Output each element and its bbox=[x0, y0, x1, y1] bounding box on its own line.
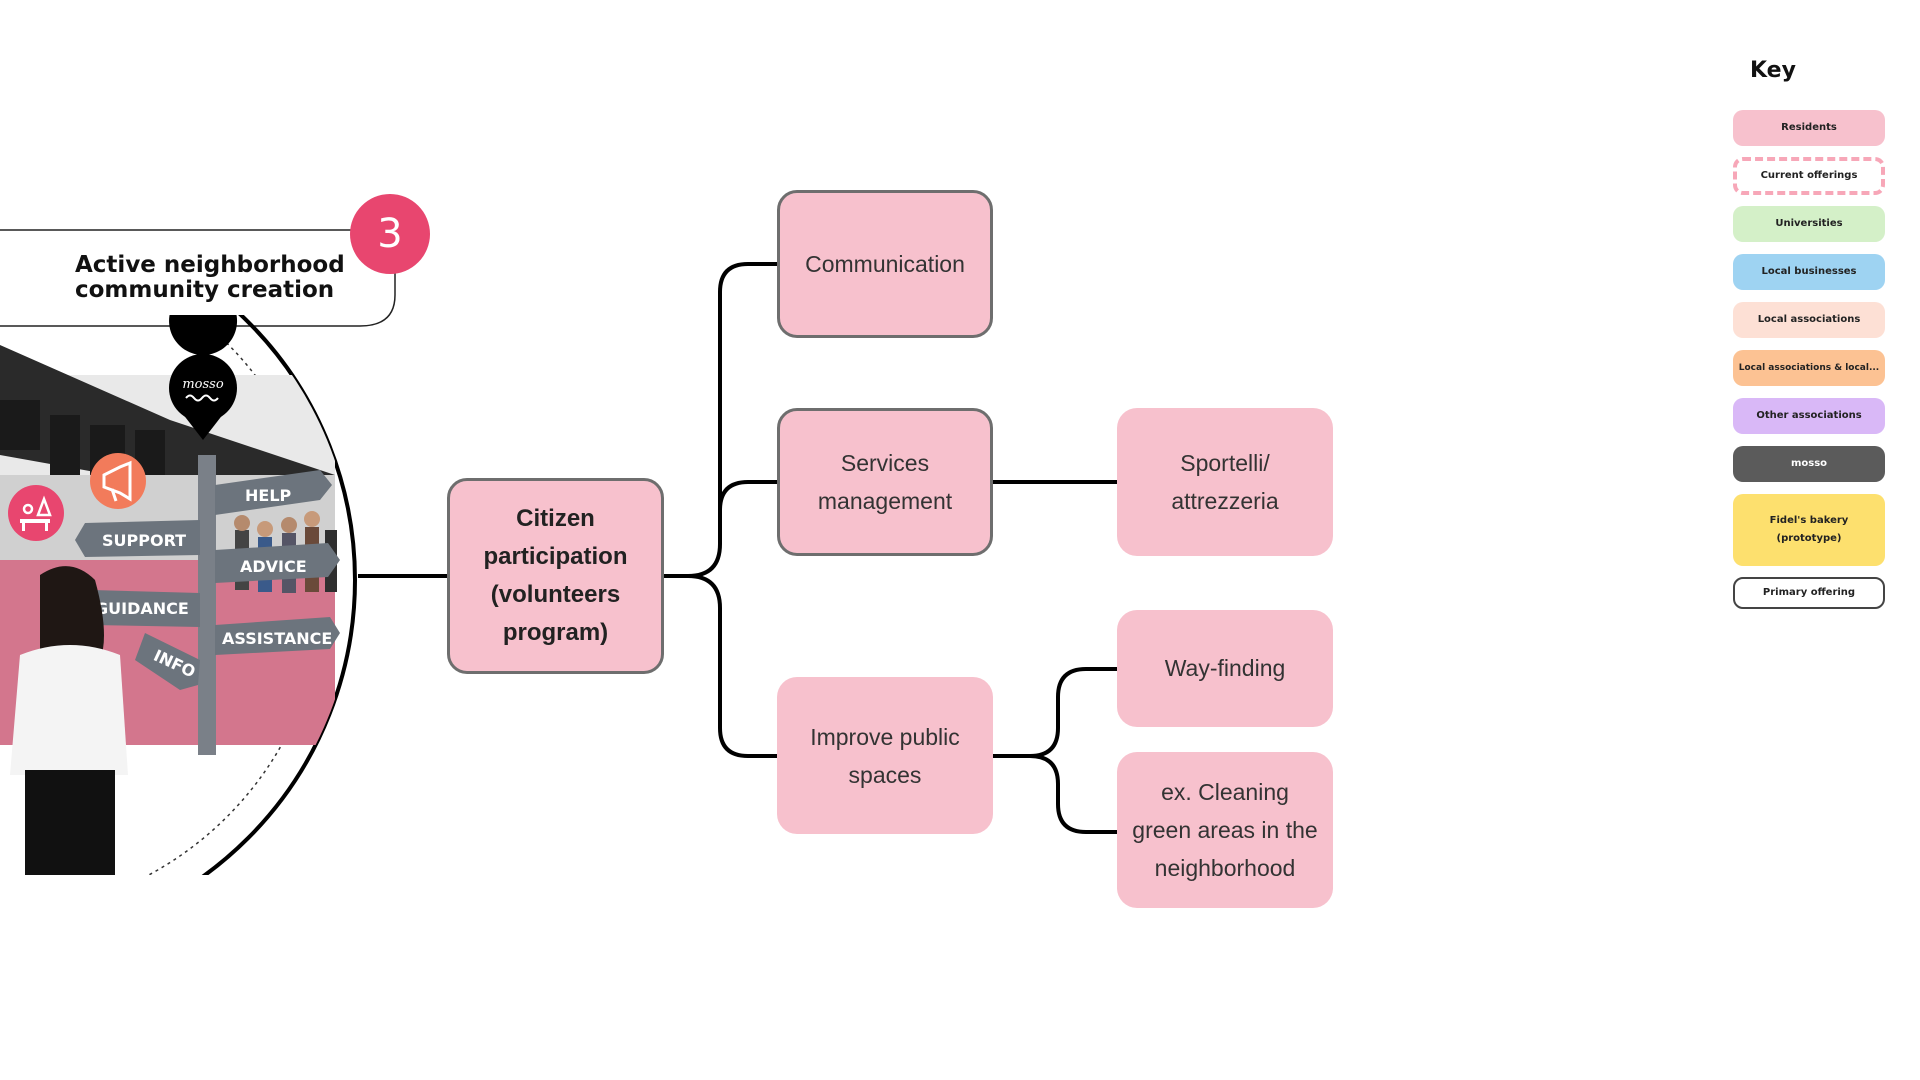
key-item-local-associations-local: Local associations & local... bbox=[1733, 350, 1885, 386]
scene-illustration: HELP SUPPORT ADVICE GUIDANCE ASSISTANCE … bbox=[0, 315, 357, 875]
svg-text:mosso: mosso bbox=[182, 377, 223, 392]
sign-advice: ADVICE bbox=[240, 557, 307, 576]
node-cleaning-green-areas: ex. Cleaning green areas in the neighbor… bbox=[1117, 752, 1333, 908]
key-item-universities: Universities bbox=[1733, 206, 1885, 242]
sign-assistance: ASSISTANCE bbox=[222, 629, 332, 648]
connector-improve-cleaning bbox=[1029, 754, 1117, 834]
woman-figure bbox=[10, 566, 128, 875]
sign-guidance: GUIDANCE bbox=[95, 599, 189, 618]
scene-title-line2: community creation bbox=[75, 277, 335, 303]
scene-number-badge: 3 bbox=[350, 194, 430, 274]
key-item-current-offerings: Current offerings bbox=[1733, 157, 1885, 195]
connector-root-communication bbox=[664, 262, 777, 578]
node-citizen-participation: Citizen participation (volunteers progra… bbox=[447, 478, 664, 674]
sign-post bbox=[198, 455, 216, 755]
node-sportelli-attrezzeria: Sportelli/ attrezzeria bbox=[1117, 408, 1333, 556]
key-item-residents: Residents bbox=[1733, 110, 1885, 146]
scene-number: 3 bbox=[377, 211, 403, 257]
scene-title: Active neighborhood community creation bbox=[75, 253, 345, 303]
connector-root-services bbox=[718, 480, 777, 511]
key-item-fidels-bakery: Fidel's bakery (prototype) bbox=[1733, 494, 1885, 566]
megaphone-icon bbox=[90, 453, 146, 509]
park-bench-icon bbox=[8, 485, 64, 541]
key-title: Key bbox=[1750, 58, 1796, 83]
building-roof bbox=[0, 345, 335, 515]
mosso-pin-icon: mosso bbox=[169, 315, 238, 440]
node-improve-public-spaces: Improve public spaces bbox=[777, 677, 993, 834]
key-item-local-associations: Local associations bbox=[1733, 302, 1885, 338]
key-item-primary-offering: Primary offering bbox=[1733, 577, 1885, 609]
node-way-finding: Way-finding bbox=[1117, 610, 1333, 727]
outer-circle bbox=[201, 315, 357, 875]
key-item-other-associations: Other associations bbox=[1733, 398, 1885, 434]
key-item-local-businesses: Local businesses bbox=[1733, 254, 1885, 290]
connector-improve-wayfinding bbox=[993, 667, 1117, 758]
sign-support: SUPPORT bbox=[102, 531, 186, 550]
connector-root-improve bbox=[687, 574, 777, 758]
node-communication: Communication bbox=[777, 190, 993, 338]
key-item-mosso: mosso bbox=[1733, 446, 1885, 482]
node-services-management: Services management bbox=[777, 408, 993, 556]
scene-title-line1: Active neighborhood bbox=[75, 252, 345, 278]
sign-help: HELP bbox=[245, 486, 292, 505]
